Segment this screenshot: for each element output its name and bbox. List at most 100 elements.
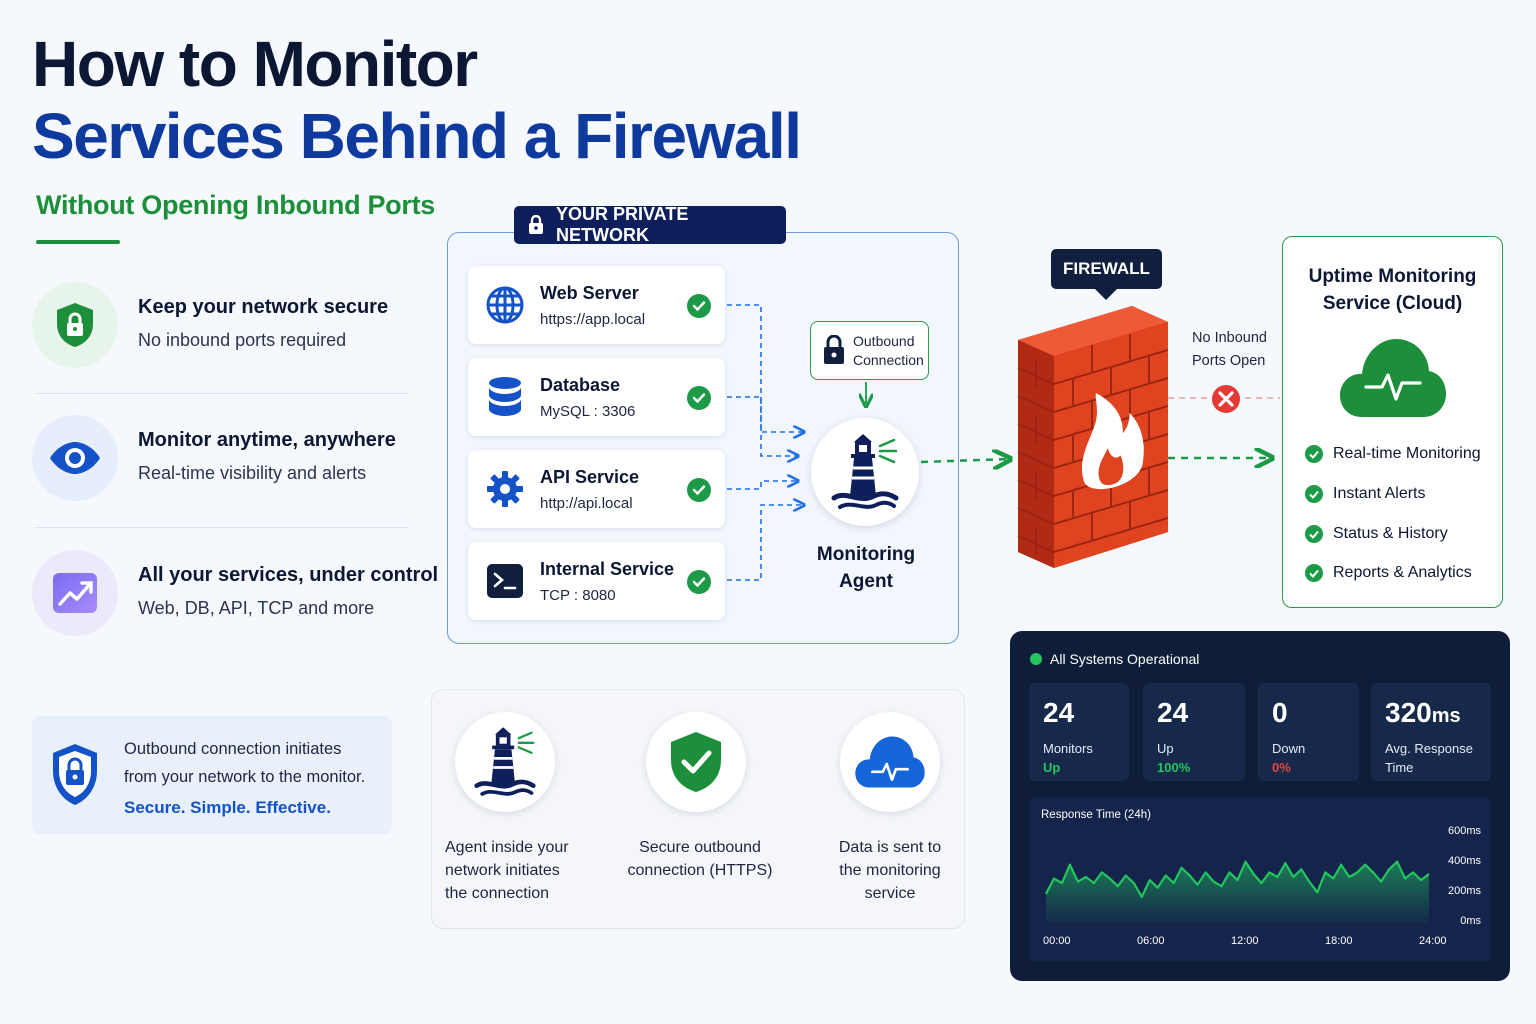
chart-y-tick-label: 400ms	[1447, 855, 1481, 867]
lighthouse-icon	[474, 727, 536, 796]
private-network-label: YOUR PRIVATE NETWORK	[514, 204, 786, 245]
service-card-internal[interactable]: Internal Service TCP : 8080	[468, 542, 725, 620]
feature-monitor-anywhere: Monitor anytime, anywhere Real-time visi…	[32, 415, 422, 515]
info-text-line-2: from your network to the monitor.	[124, 768, 366, 786]
feature-title: All your services, under control	[138, 564, 439, 586]
service-card-web-server[interactable]: Web Server https://app.local	[468, 266, 725, 344]
stat-label: Avg. Response	[1385, 741, 1473, 756]
no-inbound-line-2: Ports Open	[1192, 353, 1266, 369]
caption-line: Secure outbound	[639, 839, 761, 856]
flow-step-data	[840, 712, 940, 812]
page-title-line-1: How to Monitor	[32, 28, 478, 100]
agent-label-line-2: Agent	[839, 571, 893, 592]
chart-title: Response Time (24h)	[1041, 809, 1151, 821]
cloud-title-line-1: Uptime Monitoring	[1308, 266, 1477, 287]
chart-x-tick-label: 12:00	[1231, 935, 1259, 947]
cloud-pulse-icon	[1340, 339, 1446, 417]
check-icon	[1305, 525, 1323, 543]
outbound-label-line-2: Connection	[853, 352, 924, 368]
stat-value: 320ms	[1385, 697, 1461, 729]
feature-title: Keep your network secure	[138, 296, 389, 318]
shield-check-icon	[671, 732, 721, 792]
info-tagline: Secure. Simple. Effective.	[124, 798, 331, 817]
page-subtitle: Without Opening Inbound Ports	[36, 190, 435, 220]
status-dot-icon	[1030, 653, 1042, 665]
divider	[34, 393, 408, 394]
caption-line: service	[864, 885, 916, 902]
globe-icon	[484, 284, 526, 326]
info-text-line-1: Outbound connection initiates	[124, 740, 342, 758]
lock-icon	[824, 335, 844, 364]
cloud-title-line-2: Service (Cloud)	[1322, 293, 1463, 314]
check-icon	[687, 294, 711, 318]
service-name: Internal Service	[540, 559, 675, 579]
stat-card-up[interactable]: 24 Up 100%	[1143, 683, 1245, 781]
caption-line: connection (HTTPS)	[627, 862, 773, 879]
monitoring-agent-node[interactable]	[811, 418, 919, 526]
firewall-label: FIREWALL	[1051, 249, 1162, 289]
stat-number: 0	[1272, 697, 1288, 728]
chart-y-tick-label: 200ms	[1447, 885, 1481, 897]
cloud-feature-label: Real-time Monitoring	[1333, 445, 1481, 462]
cloud-feature-item: Real-time Monitoring	[1305, 445, 1481, 463]
feature-subtitle: Web, DB, API, TCP and more	[138, 598, 375, 618]
service-card-api[interactable]: API Service http://api.local	[468, 450, 725, 528]
blocked-x-icon	[1212, 385, 1240, 413]
stat-sub: Time	[1385, 760, 1414, 775]
info-box: Outbound connection initiates from your …	[32, 716, 392, 834]
stat-value: 0	[1272, 697, 1288, 729]
caption-line: Data is sent to	[838, 839, 942, 856]
stat-label: Up	[1157, 741, 1174, 756]
system-status: All Systems Operational	[1030, 651, 1199, 667]
service-card-database[interactable]: Database MySQL : 3306	[468, 358, 725, 436]
service-address: TCP : 8080	[540, 587, 616, 604]
agent-label-line-1: Monitoring	[816, 544, 916, 565]
database-icon	[484, 376, 526, 418]
service-address: https://app.local	[540, 311, 646, 328]
cloud-feature-label: Status & History	[1333, 525, 1448, 542]
stat-sub: 100%	[1157, 760, 1191, 775]
chart-x-tick-label: 24:00	[1419, 935, 1447, 947]
private-network-label-text: YOUR PRIVATE NETWORK	[555, 204, 689, 245]
feature-subtitle: Real-time visibility and alerts	[138, 463, 367, 483]
cloud-feature-item: Reports & Analytics	[1305, 564, 1472, 582]
no-inbound-line-1: No Inbound	[1192, 330, 1267, 346]
stat-number: 320	[1385, 697, 1432, 728]
check-icon	[1305, 564, 1323, 582]
cloud-pulse-icon	[855, 736, 925, 788]
caption-line: the monitoring	[839, 862, 941, 879]
check-icon	[687, 570, 711, 594]
divider	[34, 527, 408, 528]
firewall-label-pointer	[1094, 288, 1118, 300]
flow-step-secure	[646, 712, 746, 812]
page-title-line-2: Services Behind a Firewall	[32, 100, 802, 172]
service-name: Web Server	[540, 283, 639, 303]
stat-label: Down	[1272, 741, 1306, 756]
system-status-text: All Systems Operational	[1050, 651, 1200, 667]
lock-icon	[528, 215, 543, 234]
subtitle-underline	[36, 240, 120, 244]
outbound-label-line-1: Outbound	[853, 333, 915, 349]
caption-line: the connection	[445, 885, 550, 902]
stat-unit: ms	[1431, 705, 1461, 727]
service-address: http://api.local	[540, 495, 633, 512]
cloud-feature-label: Reports & Analytics	[1333, 564, 1472, 581]
chart-x-tick-label: 00:00	[1043, 935, 1071, 947]
caption-line: Agent inside your	[445, 839, 569, 856]
flow-step-agent	[455, 712, 555, 812]
flow-caption-data: Data is sent to the monitoring service	[825, 836, 955, 905]
flow-caption-secure: Secure outbound connection (HTTPS)	[620, 836, 780, 882]
cloud-feature-item: Status & History	[1305, 525, 1448, 543]
stat-value: 24	[1157, 697, 1188, 729]
gear-icon	[484, 468, 526, 510]
chart-area-fill	[1046, 861, 1429, 923]
stat-sub: Up	[1043, 760, 1061, 775]
